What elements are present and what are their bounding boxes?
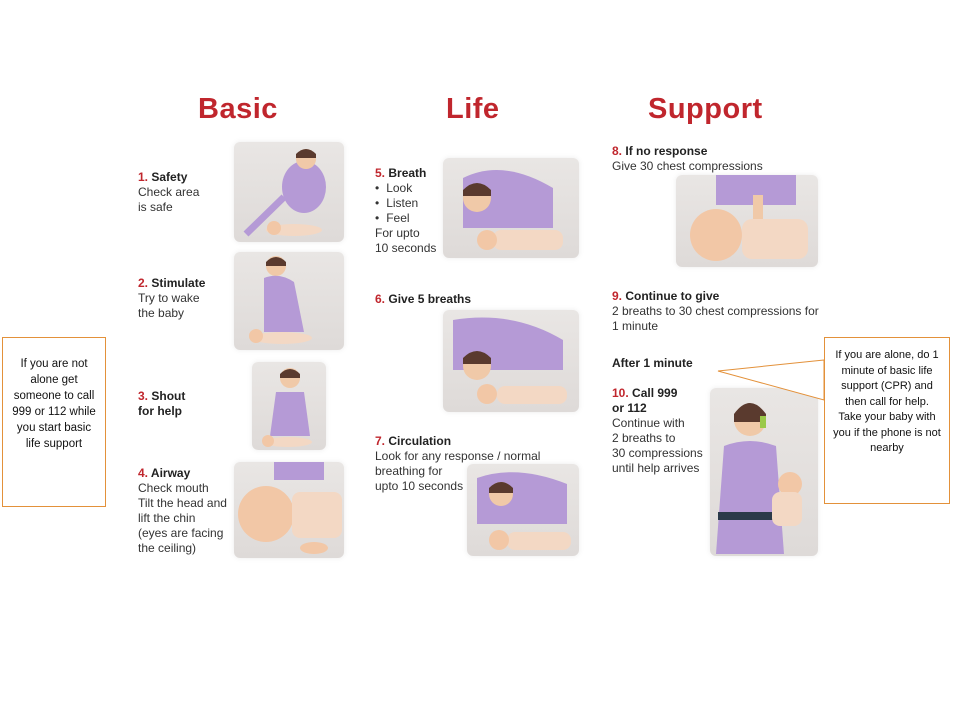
step-text: (eyes are facing bbox=[138, 526, 224, 540]
step-5: 5. Breath Look Listen Feel For upto 10 s… bbox=[375, 166, 436, 256]
step-text: 1 minute bbox=[612, 319, 659, 333]
step-text: For upto bbox=[375, 226, 420, 240]
photo-give-breaths bbox=[443, 310, 579, 412]
step-text: Give 30 chest compressions bbox=[612, 159, 763, 173]
step-number: 3. bbox=[138, 389, 149, 403]
title-basic: Basic bbox=[198, 93, 278, 125]
step-number: 2. bbox=[138, 276, 149, 290]
step-text: breathing for bbox=[375, 464, 443, 478]
step-heading: Airway bbox=[150, 466, 191, 480]
photo-shout bbox=[252, 362, 326, 450]
step-text: 2 breaths to bbox=[612, 431, 676, 445]
note-alone: If you are alone, do 1 minute of basic l… bbox=[824, 337, 950, 504]
step-6: 6. Give 5 breaths bbox=[375, 292, 471, 307]
step-number: 7. bbox=[375, 434, 386, 448]
note-text: If you are alone, do 1 minute of basic l… bbox=[835, 349, 939, 408]
title-support: Support bbox=[648, 93, 763, 125]
step-heading: Circulation bbox=[388, 434, 452, 448]
step-text: Check mouth bbox=[138, 481, 209, 495]
step-text: upto 10 seconds bbox=[375, 479, 464, 493]
note-not-alone: If you are not alone get someone to call… bbox=[2, 337, 106, 507]
step-heading: After 1 minute bbox=[612, 356, 693, 370]
after-one-minute: After 1 minute bbox=[612, 356, 693, 371]
bullet-item: Listen bbox=[375, 196, 436, 211]
step-number: 9. bbox=[612, 289, 623, 303]
step-heading: Stimulate bbox=[151, 276, 206, 290]
step-1: 1. Safety Check area is safe bbox=[138, 170, 199, 215]
photo-call bbox=[710, 388, 818, 556]
step-7: 7. Circulation Look for any response / n… bbox=[375, 434, 540, 494]
step-text: until help arrives bbox=[612, 461, 700, 475]
photo-airway bbox=[234, 462, 344, 558]
step-text: 10 seconds bbox=[375, 241, 437, 255]
step-heading: If no response bbox=[625, 144, 708, 158]
step-heading: for help bbox=[138, 404, 182, 418]
step-heading: Continue to give bbox=[625, 289, 720, 303]
photo-stimulate bbox=[234, 252, 344, 350]
callout-pointer bbox=[717, 359, 825, 401]
step-text: 2 breaths to 30 chest compressions for bbox=[612, 304, 819, 318]
step-heading: Safety bbox=[151, 170, 188, 184]
step-number: 1. bbox=[138, 170, 149, 184]
bullet-item: Look bbox=[375, 181, 436, 196]
step-text: Try to wake bbox=[138, 291, 200, 305]
step-heading: Give 5 breaths bbox=[388, 292, 472, 306]
step-text: Continue with bbox=[612, 416, 685, 430]
step-text: Look for any response / normal bbox=[375, 449, 541, 463]
step-text: the ceiling) bbox=[138, 541, 197, 555]
step-heading: or 112 bbox=[612, 401, 647, 415]
step-text: Tilt the head and bbox=[138, 496, 227, 510]
step-text: 30 compressions bbox=[612, 446, 703, 460]
step-10: 10. Call 999 or 112 Continue with 2 brea… bbox=[612, 386, 703, 476]
step-3: 3. Shout for help bbox=[138, 389, 185, 419]
step-number: 6. bbox=[375, 292, 386, 306]
step-number: 4. bbox=[138, 466, 149, 480]
step-number: 8. bbox=[612, 144, 623, 158]
bullet-item: Feel bbox=[375, 211, 436, 226]
step-4: 4. Airway Check mouth Tilt the head and … bbox=[138, 466, 227, 556]
step-2: 2. Stimulate Try to wake the baby bbox=[138, 276, 205, 321]
step-heading: Shout bbox=[151, 389, 186, 403]
photo-breath bbox=[443, 158, 579, 258]
photo-safety bbox=[234, 142, 344, 242]
step-text: the baby bbox=[138, 306, 185, 320]
step-text: is safe bbox=[138, 200, 173, 214]
step-text: Check area bbox=[138, 185, 200, 199]
photo-circulation bbox=[467, 464, 579, 556]
step-heading: Breath bbox=[388, 166, 427, 180]
title-life: Life bbox=[446, 93, 500, 125]
step-9: 9. Continue to give 2 breaths to 30 ches… bbox=[612, 289, 819, 334]
photo-compressions bbox=[676, 175, 818, 267]
step-8: 8. If no response Give 30 chest compress… bbox=[612, 144, 763, 174]
step-heading: Call 999 bbox=[632, 386, 678, 400]
step-text: lift the chin bbox=[138, 511, 196, 525]
step-number: 10. bbox=[612, 386, 629, 400]
step-number: 5. bbox=[375, 166, 386, 180]
note-text: Take your baby with you if the phone is … bbox=[833, 411, 941, 454]
